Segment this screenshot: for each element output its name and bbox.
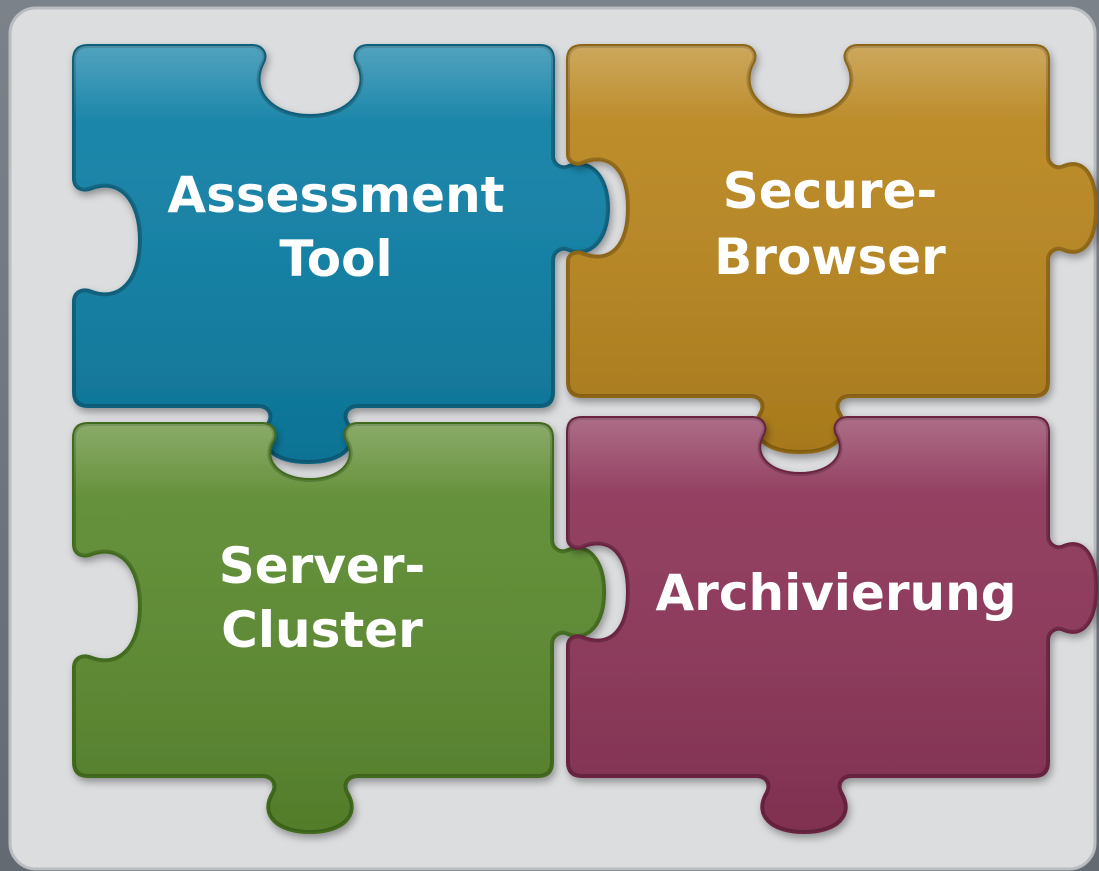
piece-label-secure-line-2: Browser	[714, 228, 946, 286]
puzzle-piece-secure-browser: Secure- Browser	[566, 44, 1099, 455]
piece-label-assessment-line-2: Tool	[279, 230, 392, 288]
puzzle-piece-archivierung: Archivierung	[566, 416, 1099, 835]
piece-label-server-line-1: Server-	[219, 537, 426, 595]
piece-label-archivierung: Archivierung	[655, 564, 1016, 622]
piece-label-secure-line-1: Secure-	[723, 162, 937, 220]
puzzle-piece-server-cluster: Server- Cluster	[72, 422, 607, 835]
piece-label-assessment-line-1: Assessment	[167, 166, 504, 224]
piece-label-server-line-2: Cluster	[221, 601, 423, 659]
puzzle-piece-assessment-tool: Assessment Tool	[72, 44, 611, 465]
